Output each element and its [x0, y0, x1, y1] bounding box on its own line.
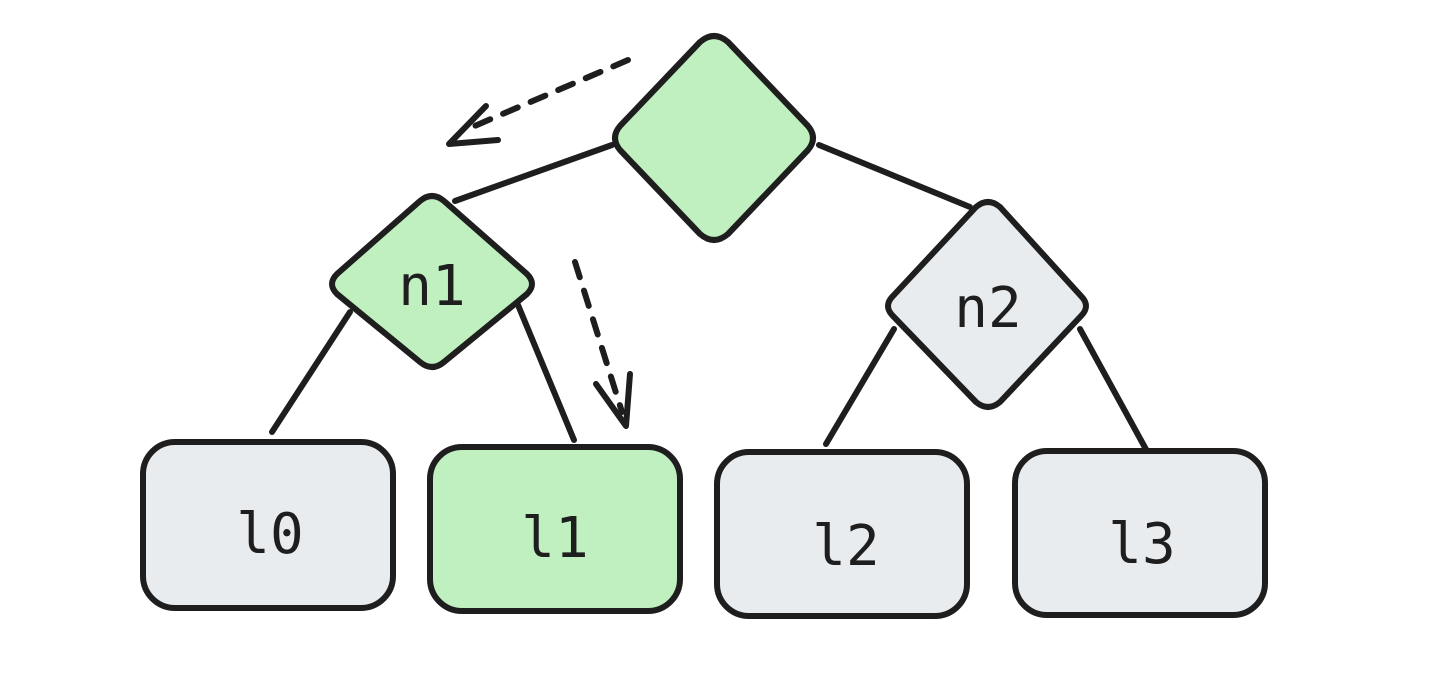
- l0-box: [140, 439, 396, 611]
- n2-diamond-shape: [885, 199, 1089, 410]
- leaf-l0: l0: [140, 439, 396, 611]
- n1-diamond-shape: [329, 193, 535, 370]
- l2-label: l2: [812, 514, 879, 579]
- l1-label: l1: [521, 506, 588, 571]
- root-diamond-shape: [612, 33, 816, 243]
- traversal-arrow-root-to-n1: [446, 57, 631, 147]
- n1-label: n1: [398, 254, 465, 319]
- edge-n1-l1: [515, 302, 577, 443]
- edge-n1-l0: [269, 309, 353, 435]
- n2-label: n2: [954, 276, 1021, 341]
- l2-box: [714, 449, 970, 619]
- l0-label: l0: [236, 502, 303, 567]
- leaf-l2: l2: [714, 449, 970, 619]
- l3-box: [1012, 448, 1268, 618]
- node-root: [612, 33, 816, 243]
- leaf-l3: l3: [1012, 448, 1268, 618]
- node-n2: n2: [885, 199, 1089, 410]
- l3-label: l3: [1108, 512, 1175, 577]
- edge-root-n1: [452, 142, 615, 204]
- leaf-l1: l1: [427, 444, 683, 614]
- edge-n2-l2: [823, 326, 897, 447]
- traversal-arrow-n1-to-l1: [572, 259, 633, 429]
- edge-n2-l3: [1077, 326, 1151, 456]
- edge-root-n2: [816, 142, 973, 210]
- node-n1: n1: [329, 193, 535, 370]
- l1-box: [427, 444, 683, 614]
